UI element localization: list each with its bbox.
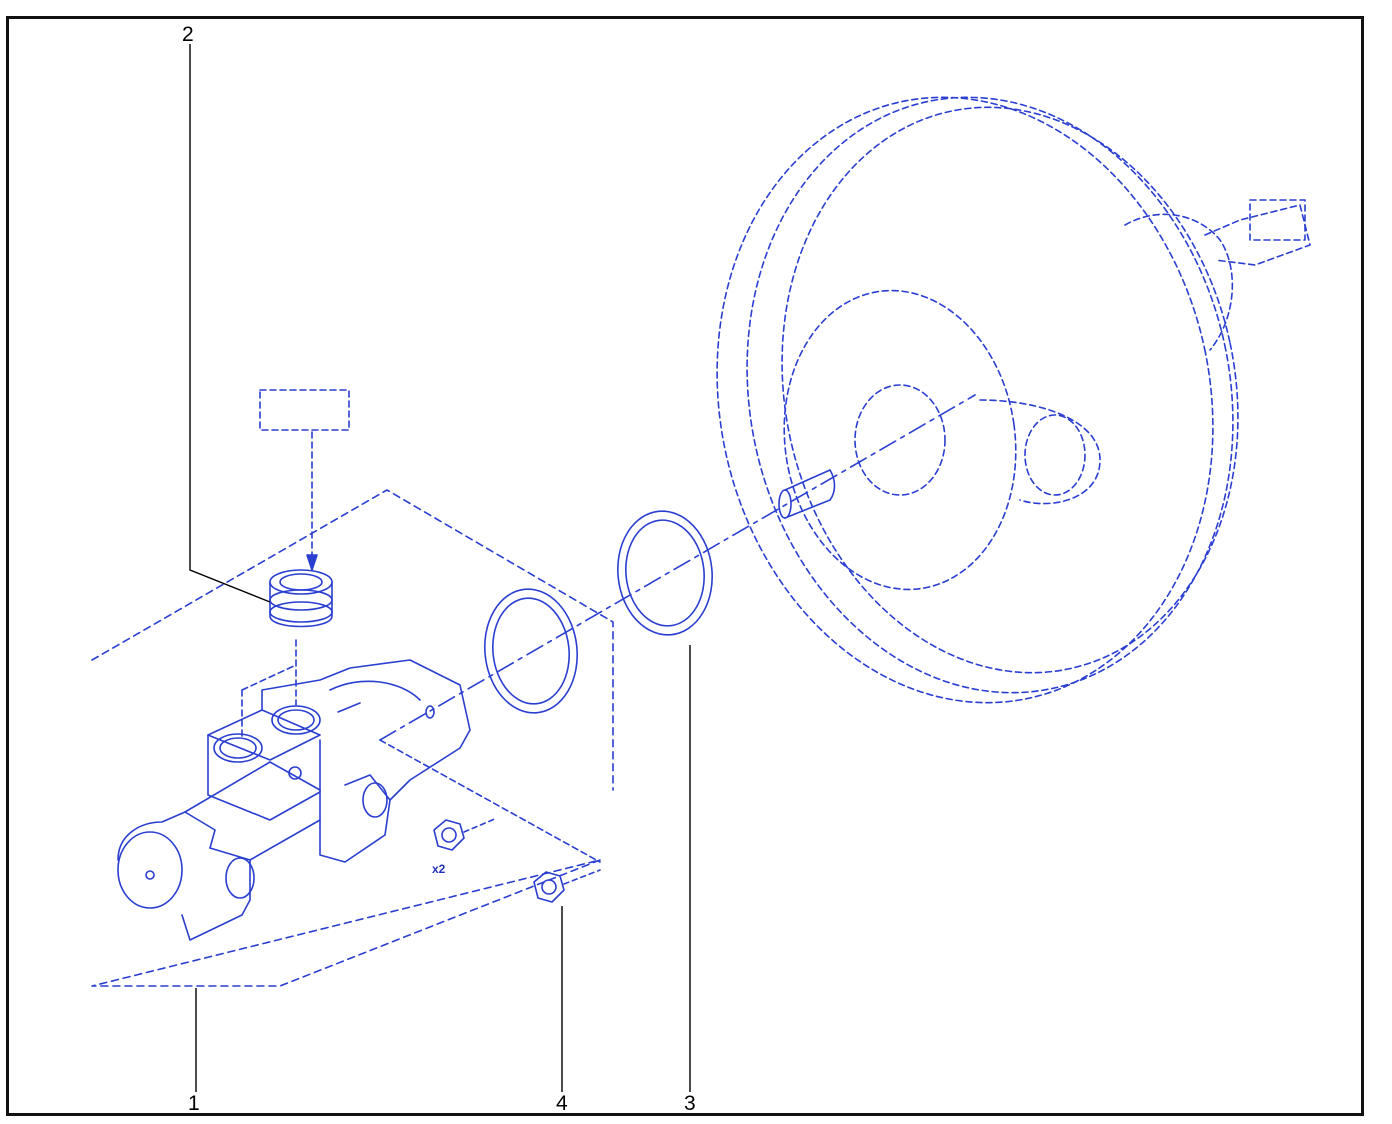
master-cylinder <box>117 659 471 941</box>
nut-upper <box>433 817 498 851</box>
reference-arrow-head <box>306 554 318 571</box>
booster-studs <box>778 469 836 519</box>
callout-1: 1 <box>188 1092 200 1115</box>
callout-4: 4 <box>556 1092 568 1115</box>
quantity-label: x2 <box>432 862 446 876</box>
seal-grommet <box>269 569 333 628</box>
stud-axis <box>379 739 601 863</box>
o-ring-front <box>483 588 579 714</box>
port-dash <box>241 664 297 741</box>
callout-2: 2 <box>182 23 194 46</box>
brake-booster <box>716 96 1311 704</box>
reference-box <box>259 389 350 431</box>
o-ring-rear <box>617 510 713 636</box>
callout-3: 3 <box>684 1092 696 1115</box>
assembly-outline <box>91 489 614 987</box>
leader-2 <box>189 44 271 603</box>
diagram-frame <box>6 16 1364 1116</box>
nut-lower <box>533 869 601 903</box>
assembly-axis <box>379 394 976 741</box>
